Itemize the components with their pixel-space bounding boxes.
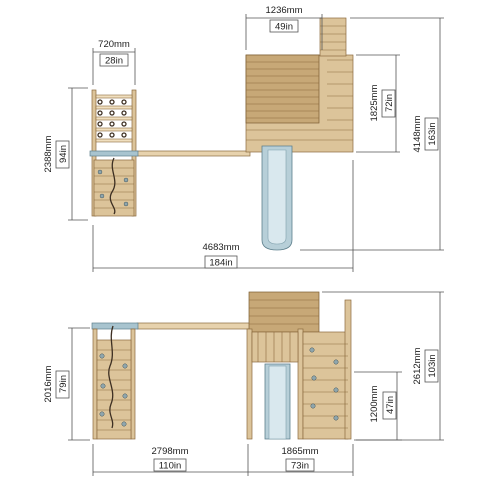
dim-front-tower-width-mm: 1865mm (282, 446, 319, 457)
top-climber-bar (89, 150, 139, 157)
dim-top-climber-length: 2388mm 94in (43, 87, 88, 221)
front-climber (91, 322, 139, 440)
dim-front-climber-height-mm: 2016mm (43, 365, 54, 402)
top-bridge-beam (136, 150, 251, 157)
dim-top-overall-width-in: 184in (209, 258, 232, 269)
front-view: 2016mm 79in 2612mm 103in 1200mm 47in (43, 291, 444, 476)
front-bridge-beam (136, 322, 251, 330)
dim-top-overall-width-mm: 4683mm (203, 242, 240, 253)
top-ladder (319, 17, 347, 57)
dim-front-climber-height: 2016mm 79in (43, 327, 90, 441)
dim-front-climber-span: 2798mm 110in (92, 444, 249, 476)
dim-top-climber-length-in: 94in (58, 145, 69, 163)
dim-top-tower-width-in: 49in (275, 22, 293, 33)
top-climber (89, 89, 139, 217)
dim-front-tower-width: 1865mm 73in (248, 444, 354, 476)
dim-front-platform-height-in: 47in (385, 396, 396, 414)
dim-top-tower-depth-in: 72in (384, 94, 395, 112)
dim-top-overall-depth: 4148mm 163in (300, 17, 444, 251)
dim-top-tower-depth-mm: 1825mm (369, 84, 380, 121)
dim-front-platform-height-mm: 1200mm (369, 385, 380, 422)
top-slide (261, 145, 293, 251)
dim-top-tower-width: 1236mm 49in (245, 5, 323, 50)
top-view: 720mm 28in 2388mm 94in 1236mm 49in (43, 5, 444, 272)
dim-top-tower-width-mm: 1236mm (266, 5, 303, 16)
dim-front-platform-height: 1200mm 47in (354, 371, 402, 441)
dim-top-overall-depth-in: 163in (427, 122, 438, 145)
dim-top-overall-width: 4683mm 184in (92, 160, 354, 272)
dim-front-climber-height-in: 79in (58, 375, 69, 393)
front-tower (246, 291, 352, 440)
dim-front-tower-width-in: 73in (291, 461, 309, 472)
dim-front-overall-height-in: 103in (427, 354, 438, 377)
dim-front-overall-height-mm: 2612mm (412, 347, 423, 384)
dim-front-climber-span-mm: 2798mm (152, 446, 189, 457)
dim-top-tower-depth: 1825mm 72in (356, 54, 400, 153)
dim-front-climber-span-in: 110in (159, 461, 182, 472)
top-tower (245, 17, 354, 153)
dim-top-climber-width-in: 28in (105, 56, 123, 67)
dim-top-climber-width-mm: 720mm (98, 39, 130, 50)
dim-top-climber-length-mm: 2388mm (43, 135, 54, 172)
dim-top-climber-width: 720mm 28in (92, 39, 136, 85)
dim-top-overall-depth-mm: 4148mm (412, 115, 423, 152)
